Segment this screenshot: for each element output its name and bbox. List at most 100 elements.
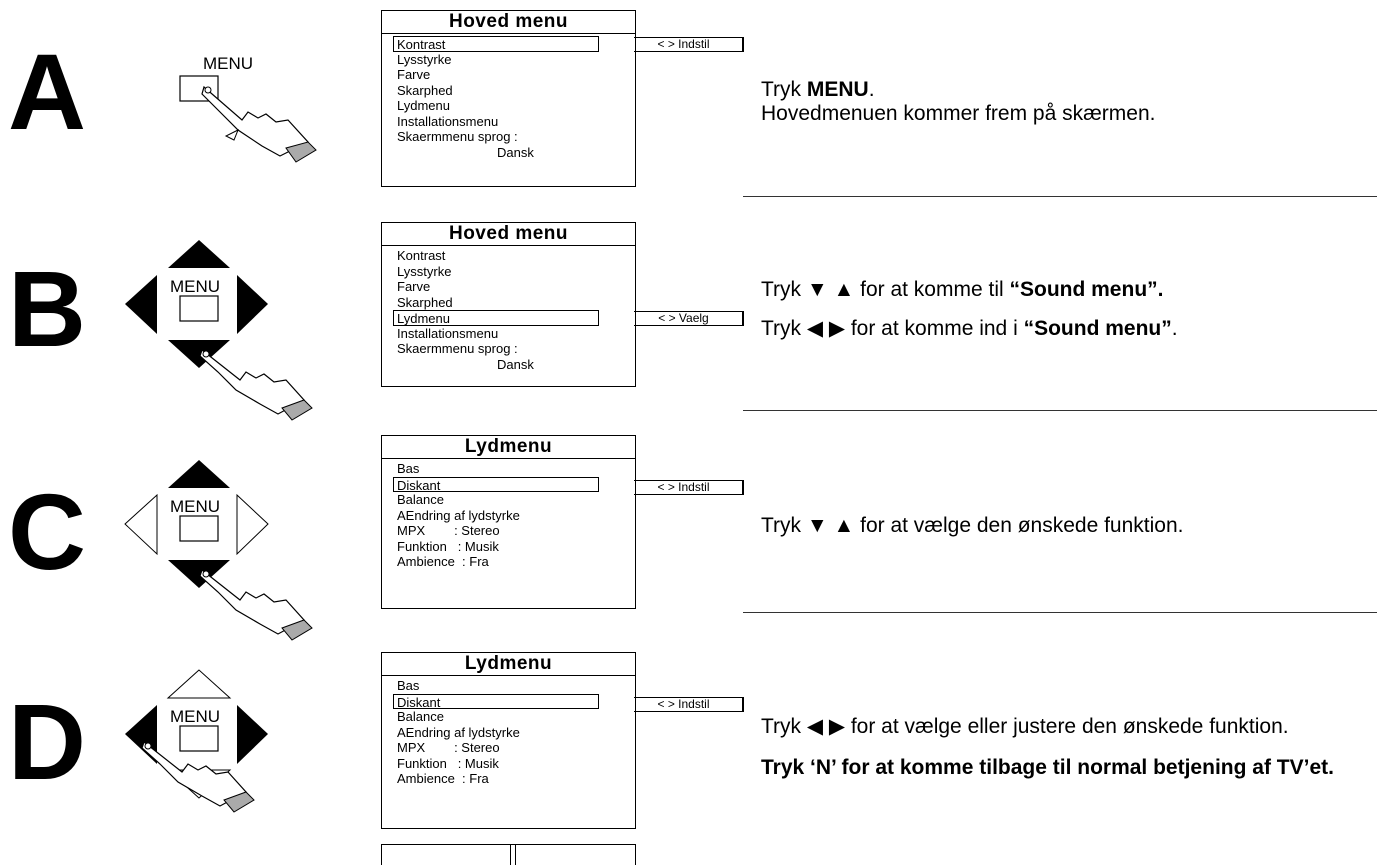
arrow-right-icon xyxy=(237,705,268,764)
hint-box: < > Vaelg xyxy=(634,311,744,326)
hint-connector xyxy=(742,37,743,51)
menu-item-aendring-af-lydstyrke[interactable]: AEndring af lydstyrke xyxy=(397,507,520,523)
main-menu-panel-a: Hoved menu Kontrast Lysstyrke Farve Skar… xyxy=(381,10,636,187)
menu-title: Lydmenu xyxy=(382,653,635,676)
step-letter-b: B xyxy=(8,248,86,369)
menu-item-mpx[interactable]: MPX : Stereo xyxy=(397,523,500,538)
instruction-d: Tryk ◀ ▶ for at vælge eller justere den … xyxy=(761,715,1376,779)
sound-menu-panel-c: Lydmenu Bas Diskant Balance AEndring af … xyxy=(381,435,636,609)
hint-box: < > Indstil xyxy=(634,37,744,52)
instruction-b: Tryk ▼ ▲ for at komme til “Sound menu”. … xyxy=(761,278,1178,341)
menu-item-funktion[interactable]: Funktion : Musik xyxy=(397,755,499,771)
main-menu-panel-b: Hoved menu Kontrast Lysstyrke Farve Skar… xyxy=(381,222,636,387)
arrow-left-icon xyxy=(124,493,158,556)
menu-button xyxy=(179,515,219,542)
menu-item-lysstyrke[interactable]: Lysstyrke xyxy=(397,263,452,279)
panel-divider xyxy=(510,845,516,865)
hint-connector xyxy=(742,697,743,711)
menu-title: Hoved menu xyxy=(382,223,635,246)
hint-box: < > Indstil xyxy=(634,697,744,712)
menu-item-installationsmenu[interactable]: Installationsmenu xyxy=(397,325,499,341)
step-letter-a: A xyxy=(8,31,86,152)
menu-item-language-value: Dansk xyxy=(497,356,534,372)
menu-item-kontrast[interactable]: Kontrast xyxy=(393,36,599,52)
menu-item-skaermmenu-sprog[interactable]: Skaermmenu sprog : xyxy=(397,129,518,144)
menu-item-language-value: Dansk xyxy=(497,144,534,160)
arrow-right-icon xyxy=(236,493,269,556)
remote-dpad-c: MENU xyxy=(120,460,360,650)
instruction-c-line1: Tryk ▼ ▲ for at vælge den ønskede funkti… xyxy=(761,514,1184,537)
divider xyxy=(743,196,1377,197)
menu-item-balance[interactable]: Balance xyxy=(397,492,444,507)
instruction-a-line2: Hovedmenuen kommer frem på skærmen. xyxy=(761,102,1156,125)
instruction-b-line1: Tryk ▼ ▲ for at komme til “Sound menu”. xyxy=(761,278,1164,301)
arrow-left-icon xyxy=(125,275,157,334)
menu-item-diskant[interactable]: Diskant xyxy=(393,693,599,710)
sound-menu-panel-d: Lydmenu Bas Diskant Balance AEndring af … xyxy=(381,652,636,829)
instruction-a-line1: Tryk MENU. xyxy=(761,78,875,101)
menu-item-funktion[interactable]: Funktion : Musik xyxy=(397,538,499,554)
step-letter-c: C xyxy=(8,471,86,592)
divider xyxy=(743,410,1377,411)
menu-title: Hoved menu xyxy=(382,11,635,34)
menu-item-aendring-af-lydstyrke[interactable]: AEndring af lydstyrke xyxy=(397,724,520,740)
menu-item-ambience[interactable]: Ambience : Fra xyxy=(397,554,489,569)
menu-item-lydmenu[interactable]: Lydmenu xyxy=(393,310,599,326)
arrow-down-icon xyxy=(168,560,230,588)
menu-item-skaermmenu-sprog[interactable]: Skaermmenu sprog : xyxy=(397,341,518,356)
hint-box: < > Indstil xyxy=(634,480,744,495)
hint-connector xyxy=(742,480,743,494)
menu-button xyxy=(179,75,219,102)
instruction-d-line1: Tryk ◀ ▶ for at vælge eller justere den … xyxy=(761,715,1289,738)
menu-item-bas[interactable]: Bas xyxy=(397,678,420,693)
menu-button xyxy=(179,295,219,322)
instruction-a: Tryk MENU. Hovedmenuen kommer frem på sk… xyxy=(761,78,1155,126)
instruction-b-line2: Tryk ◀ ▶ for at komme ind i “Sound menu”… xyxy=(761,317,1178,340)
menu-title: Lydmenu xyxy=(382,436,635,459)
pointing-hand-icon xyxy=(199,568,313,641)
menu-item-diskant[interactable]: Diskant xyxy=(393,476,599,493)
instruction-c: Tryk ▼ ▲ for at vælge den ønskede funkti… xyxy=(761,514,1183,538)
menu-items: Bas Diskant Balance AEndring af lydstyrk… xyxy=(382,676,635,793)
arrow-up-icon xyxy=(168,240,230,268)
arrow-down-icon xyxy=(168,340,230,368)
step-letter-d: D xyxy=(8,681,86,802)
menu-item-ambience[interactable]: Ambience : Fra xyxy=(397,771,489,786)
remote-menu-button-a: MENU xyxy=(150,50,390,240)
menu-item-farve[interactable]: Farve xyxy=(397,279,431,294)
arrow-up-icon xyxy=(166,669,232,699)
hint-connector xyxy=(742,311,743,325)
remote-dpad-d: MENU xyxy=(120,669,360,860)
menu-item-mpx[interactable]: MPX : Stereo xyxy=(397,740,500,755)
pointing-hand-icon xyxy=(199,348,313,421)
divider xyxy=(743,612,1377,613)
hint-text: < > Indstil xyxy=(657,697,710,711)
menu-item-balance[interactable]: Balance xyxy=(397,709,444,724)
menu-item-skarphed[interactable]: Skarphed xyxy=(397,294,453,310)
menu-button xyxy=(179,725,219,752)
menu-items: Kontrast Lysstyrke Farve Skarphed Lydmen… xyxy=(382,34,635,166)
menu-item-skarphed[interactable]: Skarphed xyxy=(397,82,453,98)
menu-item-bas[interactable]: Bas xyxy=(397,461,420,476)
menu-label: MENU xyxy=(203,54,253,73)
hint-text: < > Indstil xyxy=(657,480,710,494)
menu-items: Bas Diskant Balance AEndring af lydstyrk… xyxy=(382,459,635,576)
arrow-right-icon xyxy=(237,275,268,334)
menu-item-lydmenu[interactable]: Lydmenu xyxy=(397,98,450,113)
hint-text: < > Vaelg xyxy=(658,311,709,325)
hint-text: < > Indstil xyxy=(657,37,710,51)
menu-item-kontrast[interactable]: Kontrast xyxy=(397,248,446,263)
pointing-hand-icon xyxy=(141,740,255,813)
instruction-d-line2: Tryk ‘N’ for at komme tilbage til normal… xyxy=(761,756,1334,779)
next-panel-edge xyxy=(381,844,636,865)
menu-label: MENU xyxy=(170,497,220,516)
menu-item-lysstyrke[interactable]: Lysstyrke xyxy=(397,51,452,67)
menu-label: MENU xyxy=(170,277,220,296)
menu-label: MENU xyxy=(170,707,220,726)
menu-items: Kontrast Lysstyrke Farve Skarphed Lydmen… xyxy=(382,246,635,378)
remote-dpad-b: MENU xyxy=(120,240,360,430)
menu-item-installationsmenu[interactable]: Installationsmenu xyxy=(397,113,499,129)
pointing-hand-icon xyxy=(201,85,317,163)
arrow-up-icon xyxy=(168,460,230,488)
menu-item-farve[interactable]: Farve xyxy=(397,67,431,82)
